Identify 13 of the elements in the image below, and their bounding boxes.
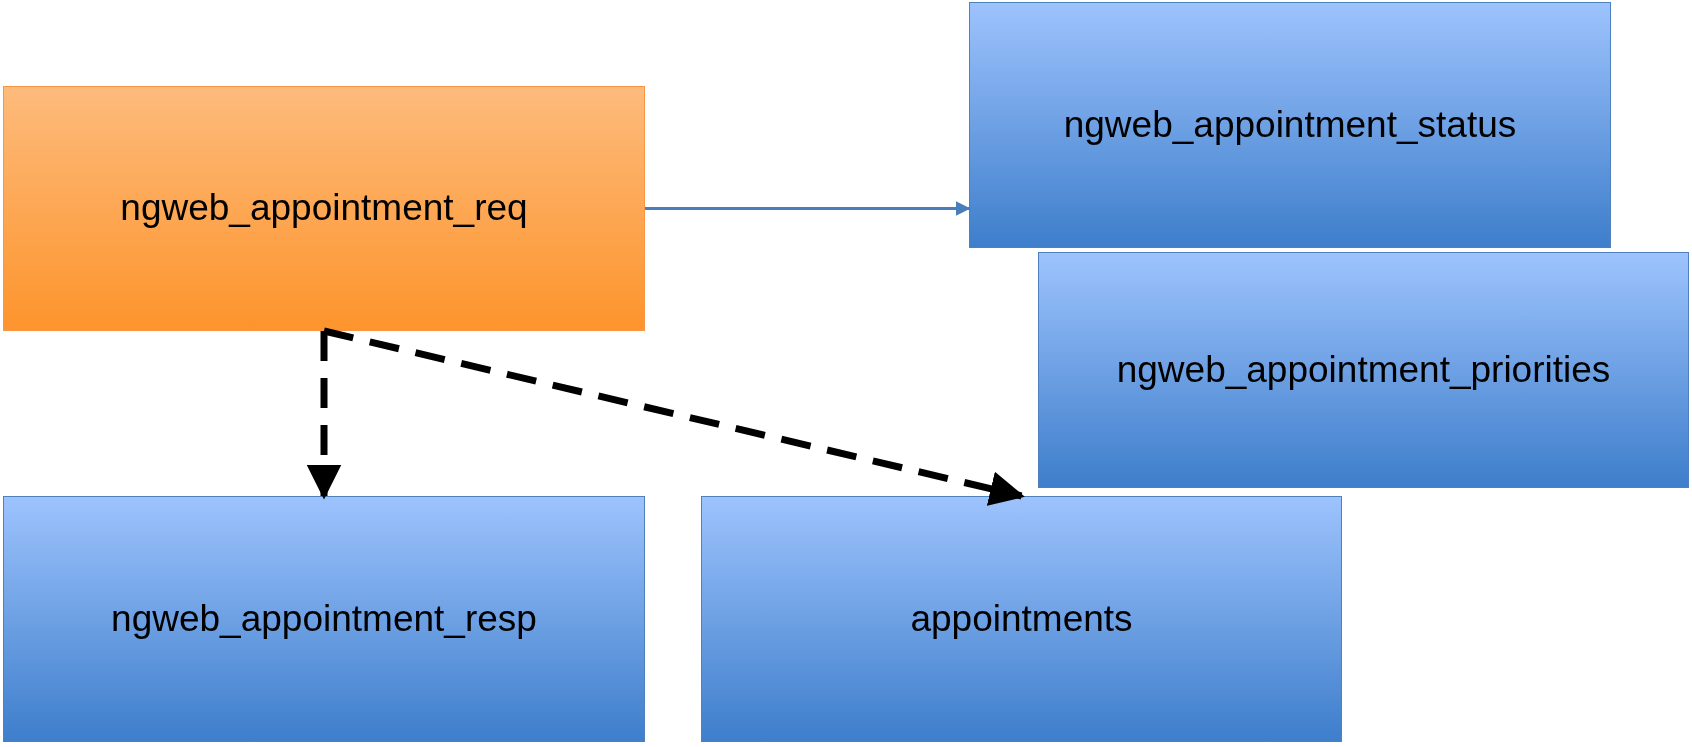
table-name: ngweb_appointment_status xyxy=(1063,103,1517,147)
table-box xyxy=(701,496,1342,742)
arrow xyxy=(323,327,1025,506)
table-name: ngweb_appointment_req xyxy=(120,187,528,230)
table-box xyxy=(969,2,1611,248)
table-box xyxy=(3,496,645,742)
arrow xyxy=(306,331,342,500)
arrow xyxy=(645,201,971,216)
table-name: ngweb_appointment_resp xyxy=(111,597,537,641)
table-box xyxy=(3,86,645,331)
table-box xyxy=(1038,252,1689,488)
table-name: appointments xyxy=(910,597,1133,641)
table-name: ngweb_appointment_priorities xyxy=(1116,348,1611,392)
